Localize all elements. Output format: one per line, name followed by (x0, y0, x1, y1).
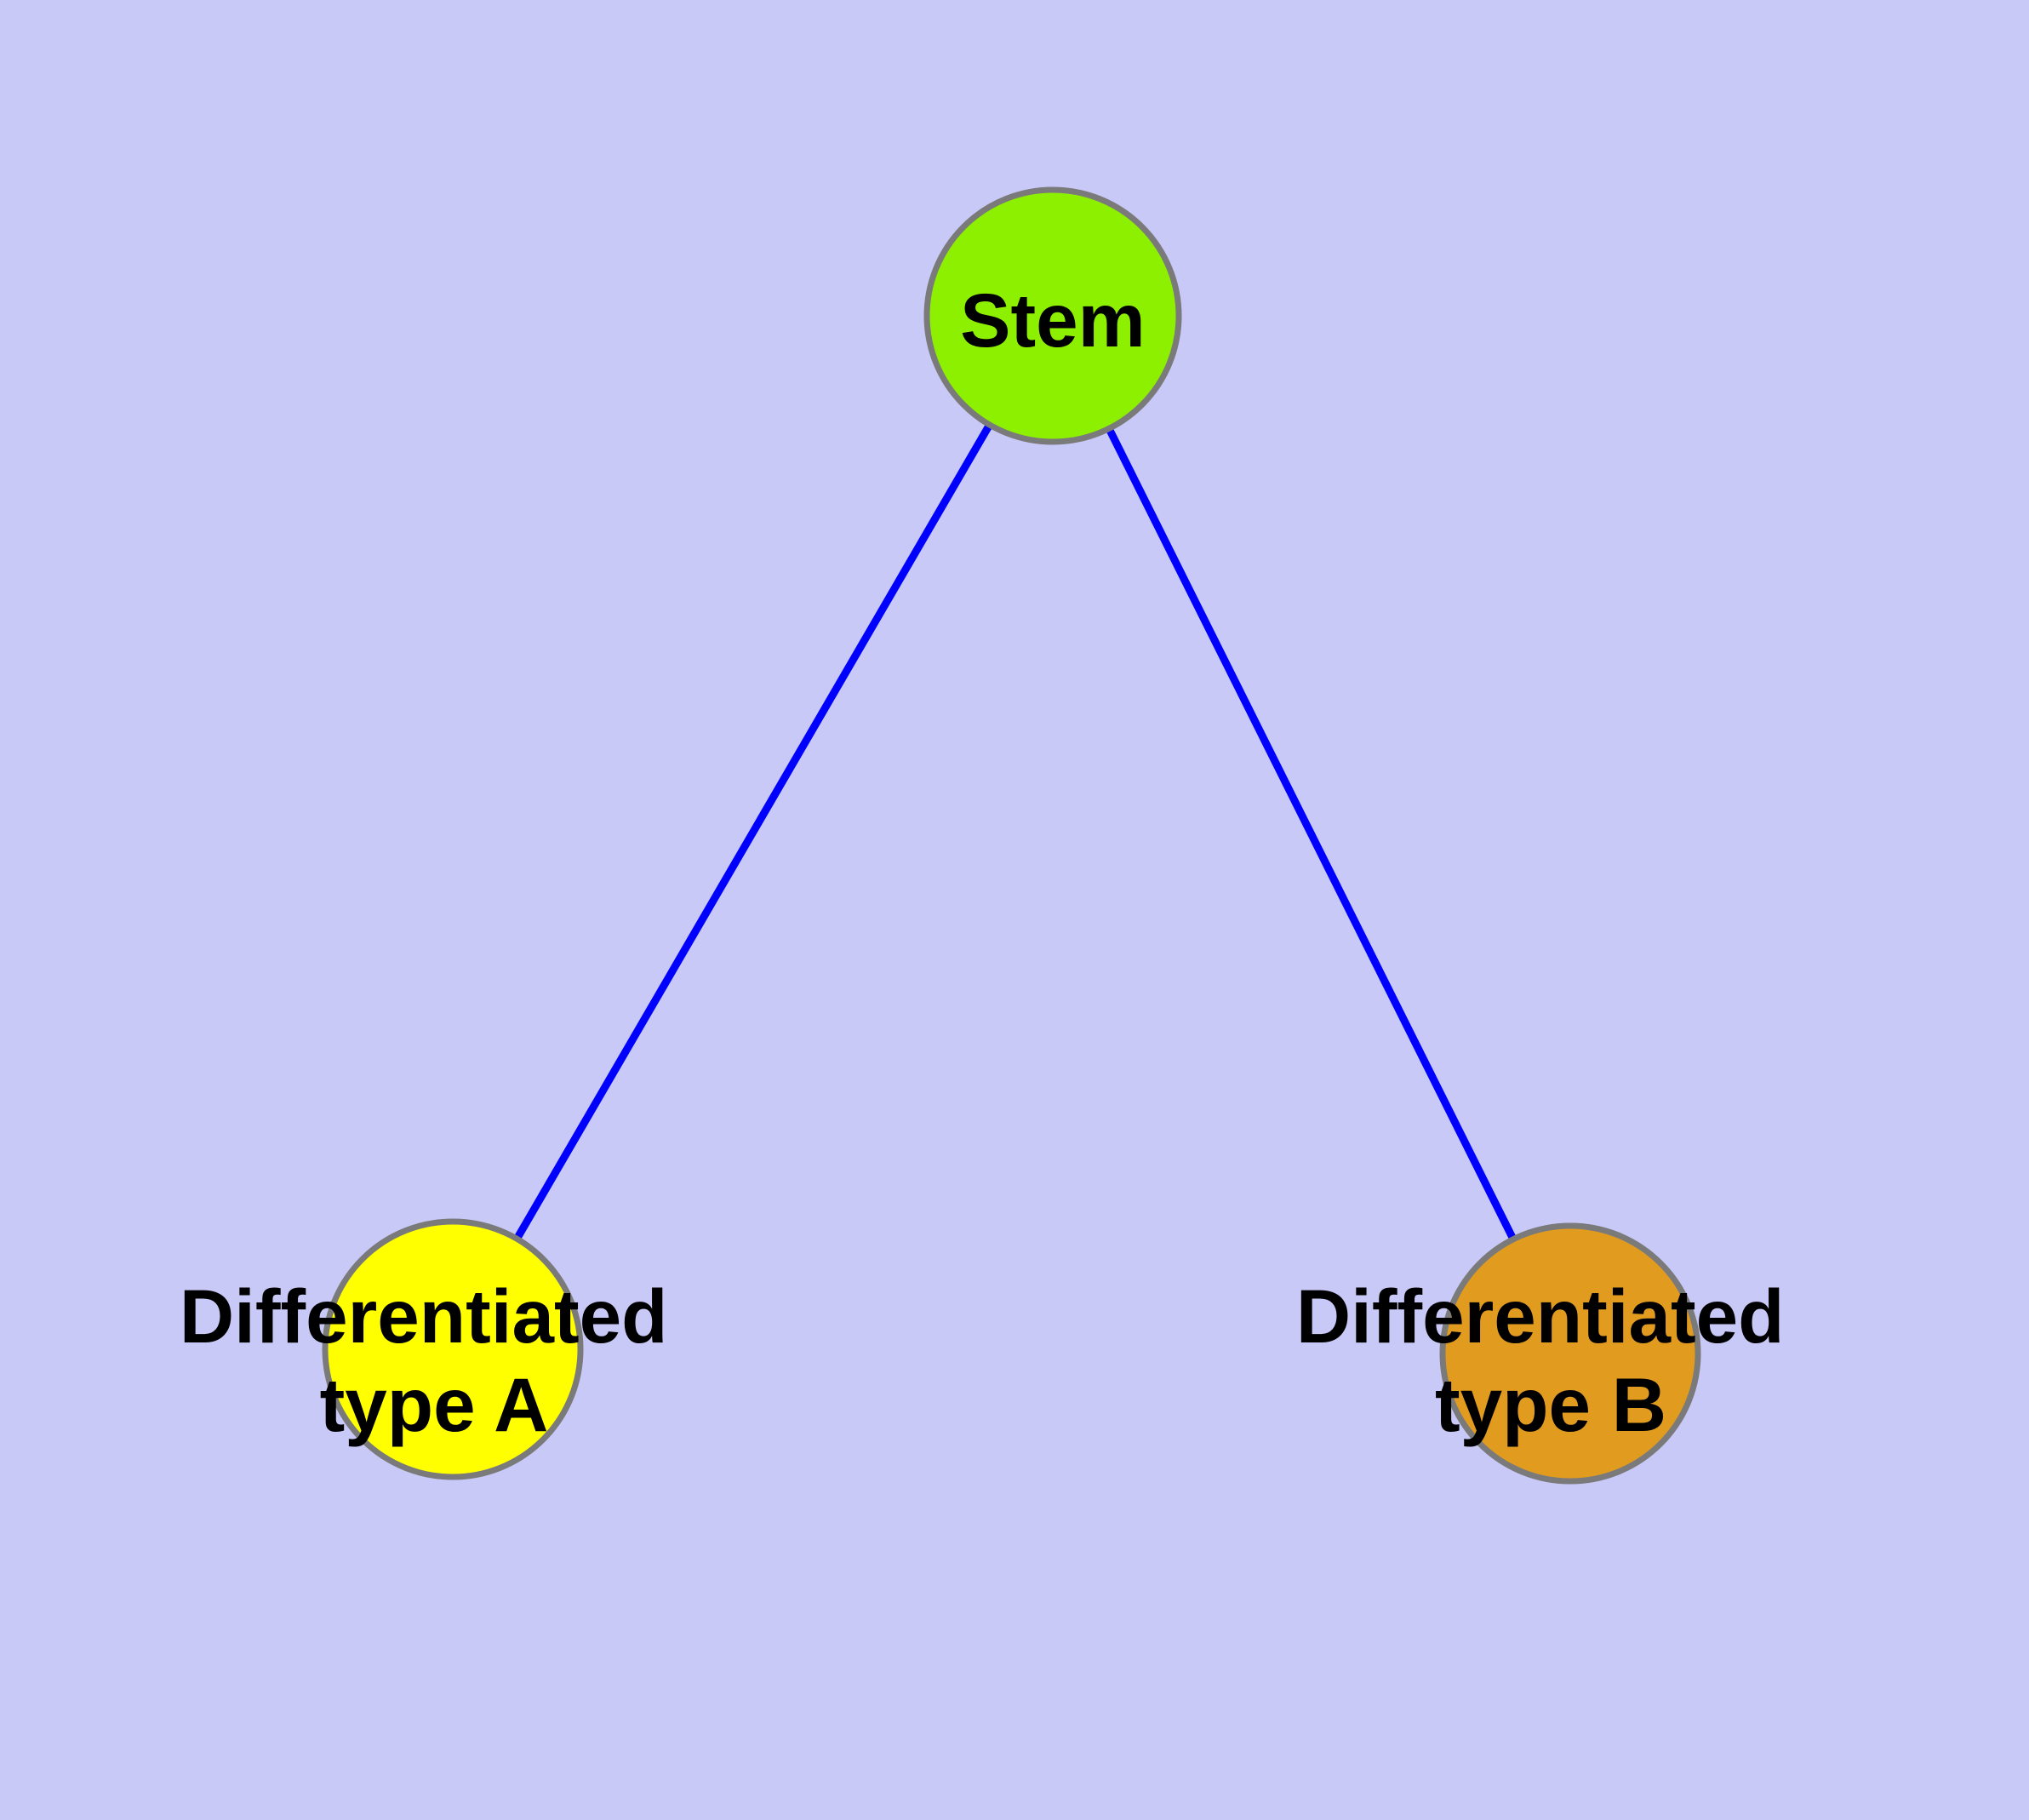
edge-stem-to-type-b (1049, 313, 1575, 1356)
node-stem-label: Stem (960, 278, 1146, 363)
node-differentiated-type-a: Differentiated type A (180, 1218, 689, 1480)
node-type-a-label-line1: Differentiated (180, 1273, 668, 1359)
node-differentiated-type-b: Differentiated type B (1296, 1222, 1805, 1485)
node-type-b-label-line1: Differentiated (1296, 1273, 1785, 1359)
node-type-b-circle (1439, 1222, 1701, 1485)
node-stem-circle (923, 186, 1182, 445)
node-type-b-label-line2: type B (1435, 1362, 1666, 1447)
node-type-a-circle (322, 1218, 584, 1480)
node-type-a-label: Differentiated type A (180, 1273, 689, 1447)
node-type-b-label: Differentiated type B (1296, 1273, 1805, 1447)
node-stem: Stem (923, 186, 1182, 445)
node-type-a-label-line2: type A (320, 1362, 549, 1447)
edge-stem-to-type-a (449, 313, 1056, 1352)
